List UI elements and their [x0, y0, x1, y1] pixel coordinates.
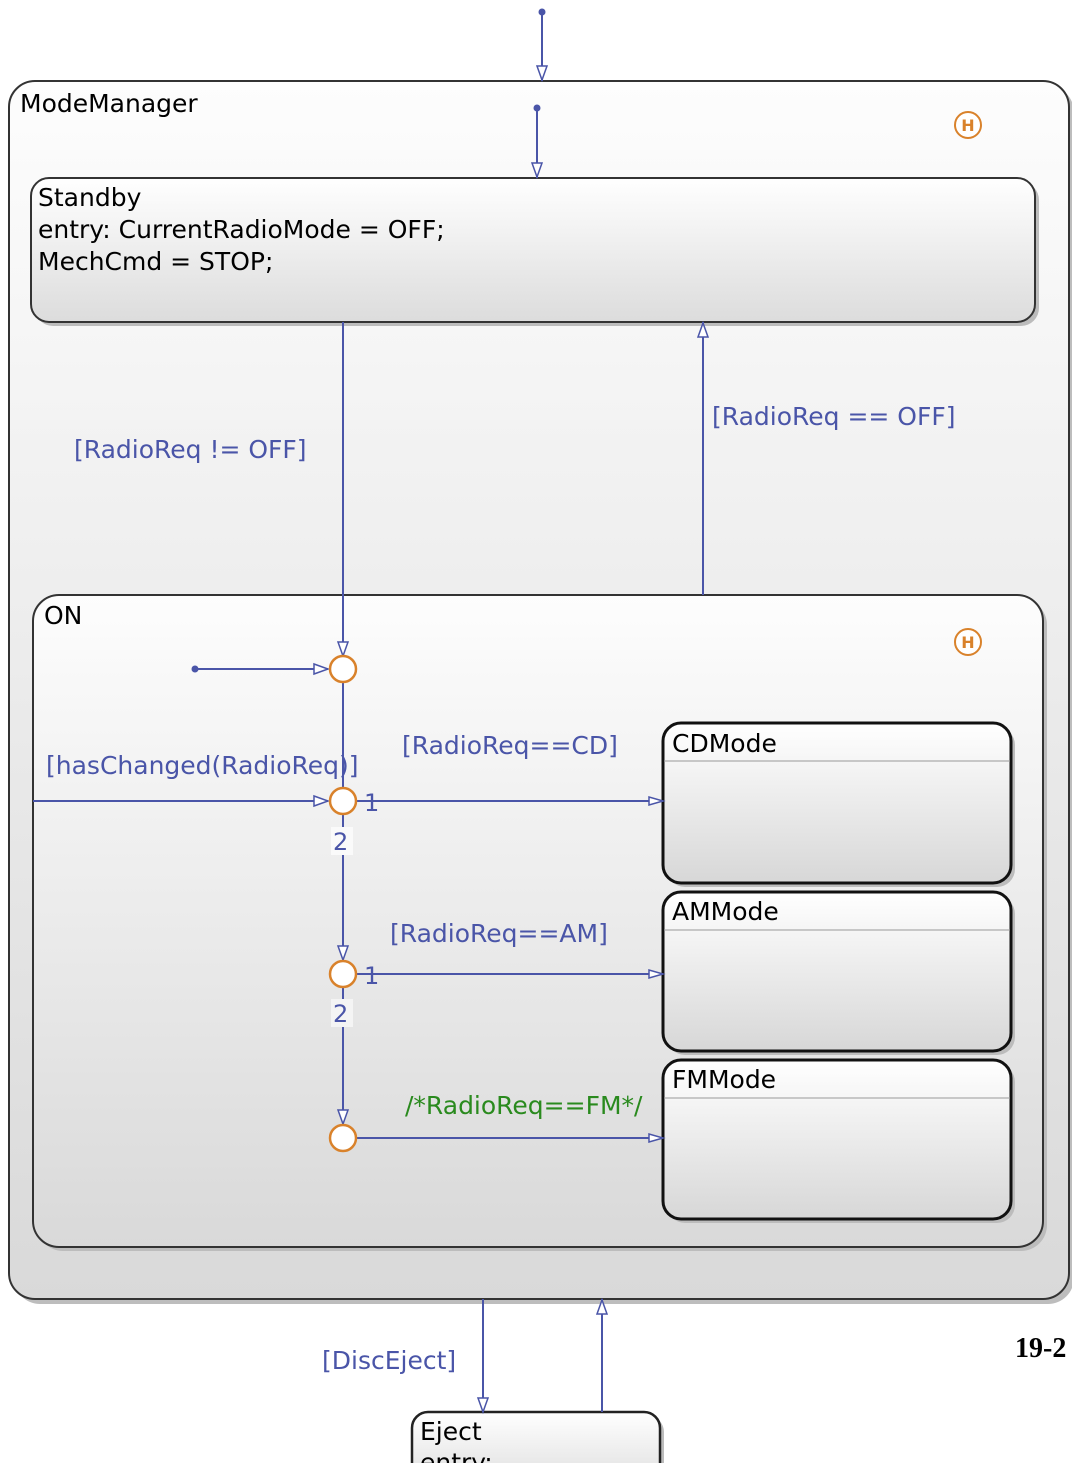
transition-standby-to-on[interactable]	[336, 322, 350, 659]
transition-disc-eject[interactable]	[476, 1299, 490, 1415]
arrowhead	[535, 65, 549, 83]
default-transition-on[interactable]	[191, 662, 331, 676]
arrowhead	[336, 641, 350, 659]
transition-to-am-mode[interactable]	[357, 969, 666, 979]
transition-eject-return[interactable]	[595, 1297, 609, 1412]
eject-entry-action: entry:	[420, 1448, 493, 1463]
connective-junction-fm[interactable]	[328, 1123, 358, 1153]
arrowhead	[476, 1397, 490, 1415]
transition-has-changed[interactable]	[33, 794, 331, 808]
connective-junction-entry[interactable]	[328, 654, 358, 684]
transition-to-fm-mode[interactable]	[357, 1133, 666, 1143]
arrowhead	[530, 162, 544, 180]
transition-label-disc-eject[interactable]: [DiscEject]	[322, 1346, 456, 1375]
eject-title: Eject	[420, 1417, 482, 1446]
arrowhead	[595, 1297, 609, 1315]
transition-label-on-to-standby[interactable]: [RadioReq == OFF]	[712, 402, 955, 431]
arrowhead	[336, 945, 350, 963]
arrowhead	[313, 794, 331, 808]
order-label-background	[331, 999, 353, 1027]
default-transition-standby[interactable]	[530, 104, 544, 180]
history-label: H	[961, 633, 974, 652]
transition-label-has-changed[interactable]: [hasChanged(RadioReq)]	[46, 751, 359, 780]
order-label-background	[331, 827, 353, 855]
transition-label-to-fm[interactable]: /*RadioReq==FM*/	[405, 1091, 643, 1120]
arrowhead	[648, 969, 666, 979]
eject-state[interactable]: Eject entry:	[410, 1410, 664, 1463]
connective-junction-cd[interactable]	[328, 786, 358, 816]
arrowhead	[336, 1109, 350, 1127]
am-mode-state[interactable]: AMMode	[661, 890, 1015, 1055]
fm-mode-title: FMMode	[672, 1065, 776, 1094]
arrowhead	[648, 1133, 666, 1143]
execution-order-label: 1	[364, 962, 379, 990]
standby-mechcmd-action: MechCmd = STOP;	[38, 247, 273, 276]
execution-order-label: 1	[364, 789, 379, 817]
execution-order-label: 2	[333, 828, 348, 856]
transition-on-to-standby[interactable]	[696, 320, 710, 595]
arrowhead	[313, 662, 331, 676]
execution-order-label: 2	[333, 1000, 348, 1028]
transition-label-standby-to-on[interactable]: [RadioReq != OFF]	[74, 435, 307, 464]
fm-mode-state[interactable]: FMMode	[661, 1058, 1015, 1223]
transition-to-cd-mode[interactable]	[357, 796, 666, 806]
on-title: ON	[44, 601, 82, 630]
standby-title: Standby	[38, 183, 142, 212]
cd-mode-title: CDMode	[672, 729, 777, 758]
standby-state[interactable]: Standby entry: CurrentRadioMode = OFF; M…	[30, 177, 1039, 326]
arrowhead	[648, 796, 666, 806]
am-mode-title: AMMode	[672, 897, 779, 926]
history-junction-on[interactable]: H	[954, 628, 982, 656]
transition-label-to-cd[interactable]: [RadioReq==CD]	[402, 731, 618, 760]
cd-mode-state[interactable]: CDMode	[661, 721, 1015, 887]
standby-entry-action: entry: CurrentRadioMode = OFF;	[38, 215, 445, 244]
history-junction-mode-manager[interactable]: H	[954, 111, 982, 139]
default-transition-mode-manager[interactable]	[535, 8, 549, 83]
arrowhead	[696, 320, 710, 338]
connective-junction-am[interactable]	[328, 959, 358, 989]
transition-label-to-am[interactable]: [RadioReq==AM]	[390, 919, 608, 948]
page-number: 19-2	[1015, 1333, 1066, 1364]
history-label: H	[961, 116, 974, 135]
mode-manager-title: ModeManager	[20, 89, 198, 118]
